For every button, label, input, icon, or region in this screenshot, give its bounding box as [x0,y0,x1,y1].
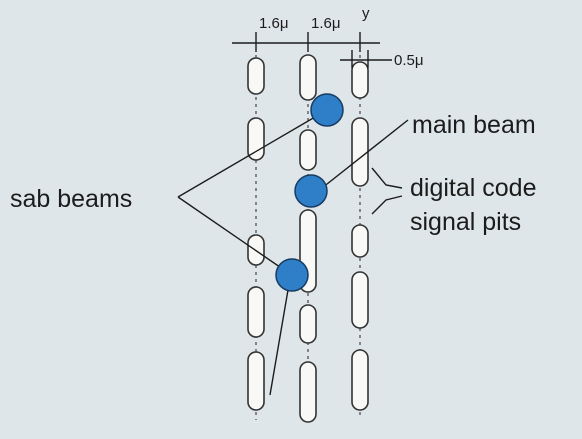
sub-beam-tail [269,289,289,396]
header-fragment: y [362,5,370,22]
signal-pits [247,54,369,423]
pit [351,224,369,258]
leader-lines [177,109,409,396]
pit [299,54,317,101]
track-pitch-left-label: 1.6μ [259,15,289,32]
dimension-markers: 1.6μ 1.6μ 0.5μ y [232,5,424,69]
sub-beam-leader-bottom [177,196,291,275]
pit-width-label: 0.5μ [394,52,424,69]
pit [351,349,369,411]
pit [351,61,369,99]
main-beam [294,174,328,208]
pits-leader-upper [371,167,403,189]
sub-beams-label: sab beams [10,185,132,213]
pit [351,117,369,187]
pit [247,351,265,411]
pits-leader-lower [371,195,403,215]
track-pitch-right-label: 1.6μ [311,15,341,32]
pit [247,286,265,338]
laser-beams [275,93,344,292]
pit [247,57,265,95]
sub-beam-leader-top [177,109,328,198]
pits-label-line2: signal pits [410,208,521,236]
pit [351,271,369,329]
main-beam-leader [321,119,409,189]
main-beam-label: main beam [412,111,536,139]
sub-beam-top [310,93,344,127]
pit [299,304,317,344]
pits-label-line1: digital code [410,174,536,202]
pit [299,361,317,423]
pit [247,117,265,161]
sub-beam-bottom [275,258,309,292]
pit [299,129,317,171]
